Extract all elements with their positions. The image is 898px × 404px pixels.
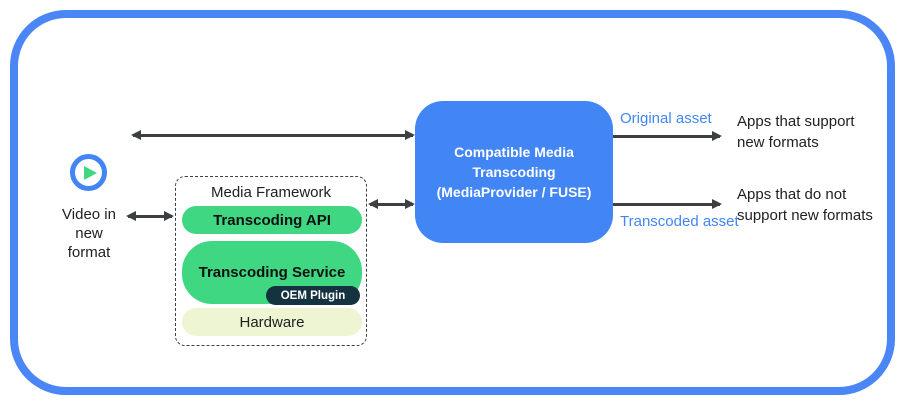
transcoding-api-pill: Transcoding API [182,206,362,234]
original-asset-arrow [613,135,720,138]
transcoded-asset-arrow [613,203,720,206]
media-framework-box: Media Framework Transcoding API Transcod… [175,176,367,346]
video-format-label: Video in new format [62,206,116,261]
bidirectional-arrow-source-transcoder [133,134,413,137]
play-icon [70,154,107,191]
play-triangle-icon [83,165,97,180]
transcoding-service-label: Transcoding Service [198,264,346,281]
diagram-frame [10,10,895,395]
original-asset-label: Original asset [620,110,712,127]
transcoding-service-pill: Transcoding Service OEM Plugin [182,241,362,305]
apps-support-label: Apps that support new formats [737,113,855,151]
apps-unsupported-label: Apps that do not support new formats [737,186,873,224]
media-framework-title: Media Framework [210,184,332,201]
oem-plugin-pill: OEM Plugin [266,286,360,305]
transcoded-asset-label: Transcoded asset [620,213,739,230]
bidirectional-arrow-source-framework [128,215,172,218]
bidirectional-arrow-framework-transcoder [370,203,413,206]
compatible-media-transcoding-box: Compatible Media Transcoding (MediaProvi… [415,101,613,243]
hardware-pill: Hardware [182,308,362,336]
